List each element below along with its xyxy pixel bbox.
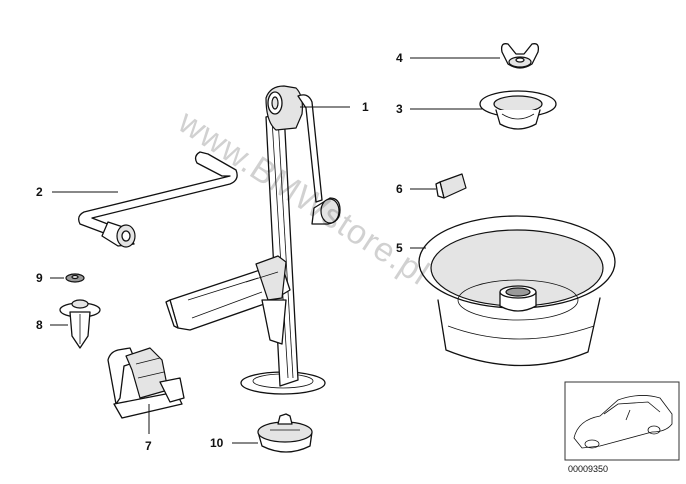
part-5-spare-wheel-tray[interactable] bbox=[418, 215, 616, 367]
part-3-centering-cup[interactable] bbox=[479, 90, 557, 130]
part-label-10: 10 bbox=[210, 436, 224, 450]
part-6-wedge[interactable] bbox=[435, 173, 467, 199]
drawing-number: 00009350 bbox=[568, 464, 608, 474]
part-8-expanding-rivet[interactable] bbox=[59, 299, 101, 349]
part-label-8: 8 bbox=[36, 318, 43, 332]
part-label-5: 5 bbox=[396, 241, 403, 255]
part-label-3: 3 bbox=[396, 102, 403, 116]
part-label-2: 2 bbox=[36, 185, 43, 199]
part-1-jack[interactable] bbox=[165, 85, 341, 395]
part-label-4: 4 bbox=[396, 51, 403, 65]
vehicle-thumbnail bbox=[564, 381, 680, 461]
part-4-wing-nut[interactable] bbox=[500, 43, 540, 69]
part-label-7: 7 bbox=[145, 439, 152, 453]
part-label-9: 9 bbox=[36, 271, 43, 285]
part-10-support[interactable] bbox=[257, 413, 313, 453]
part-label-1: 1 bbox=[362, 100, 369, 114]
part-7-clamp[interactable] bbox=[107, 347, 185, 419]
part-2-wheel-brace[interactable] bbox=[78, 151, 238, 248]
watermark-text: www.BMWstore.pl bbox=[171, 102, 436, 293]
part-9-washer[interactable] bbox=[65, 273, 85, 283]
part-label-6: 6 bbox=[396, 182, 403, 196]
